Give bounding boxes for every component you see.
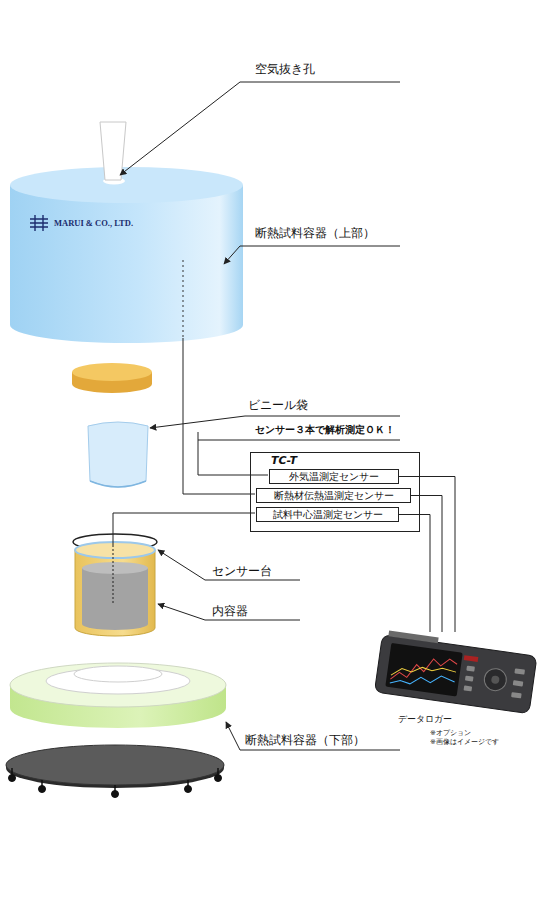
sensor-name: 試料中心温測定センサー xyxy=(257,508,398,521)
sensor-box: 外気温測定センサー xyxy=(269,469,399,484)
leader-lines xyxy=(120,82,400,750)
sensor-heading: センサー３本で解析測定ＯＫ！ xyxy=(255,424,395,436)
lower-container-top xyxy=(10,663,226,707)
plastic-bag xyxy=(88,422,148,487)
part-label: ビニール袋 xyxy=(248,398,308,412)
sample-sensor-wire xyxy=(113,513,255,545)
sensor-name: 外気温測定センサー xyxy=(270,470,398,483)
inner-container-body xyxy=(75,550,155,636)
logo-mark xyxy=(30,215,48,231)
part-label: 空気抜き孔 xyxy=(255,62,315,76)
base-plate xyxy=(6,745,224,785)
part-label: センサー台 xyxy=(212,564,272,578)
device-name: データロガー xyxy=(398,714,452,725)
outer-air-sensor-wire xyxy=(198,432,268,475)
logo-text: MARUI & CO., LTD. xyxy=(54,218,133,228)
bag-opening xyxy=(90,481,146,487)
upper-container-body xyxy=(10,185,243,343)
part-label: 断熱試料容器（上部） xyxy=(255,226,375,240)
inner-container-rim xyxy=(75,542,155,558)
lower-container-seat xyxy=(74,666,162,682)
part-label: 内容器 xyxy=(212,604,248,618)
sensor-group-box: TC-T 外気温測定センサー断熱材伝熱温測定センサー試料中心温測定センサー xyxy=(250,452,420,532)
sample-surface xyxy=(82,562,148,574)
sample-sensor-probe xyxy=(113,545,114,605)
data-logger-device xyxy=(374,630,537,714)
sensor-box: 試料中心温測定センサー xyxy=(256,507,399,522)
hidden-sensor-wire xyxy=(183,260,184,338)
part-label: 断熱試料容器（下部） xyxy=(245,733,365,747)
sensor-box: 断熱材伝熱温測定センサー xyxy=(256,488,411,503)
sensor-name: 断熱材伝熱温測定センサー xyxy=(257,489,410,502)
upper-container-top xyxy=(10,167,243,203)
sample-liquid xyxy=(82,568,148,630)
note: ※画像はイメージです xyxy=(430,738,499,746)
vent-tube xyxy=(100,122,126,180)
note: ※オプション xyxy=(430,729,471,737)
sensor-cable xyxy=(399,515,430,633)
sensor-cable xyxy=(411,496,442,633)
model-name: TC-T xyxy=(271,454,297,467)
data-logger: データロガー ※オプション※画像はイメージです xyxy=(368,632,538,752)
casters xyxy=(9,768,222,798)
lid-disc-top xyxy=(72,363,152,381)
